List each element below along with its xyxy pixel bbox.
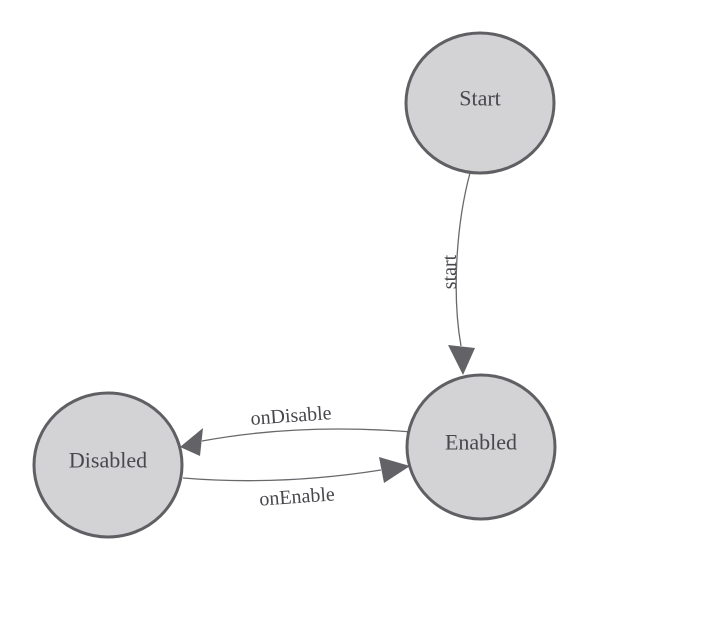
edge-label-onenable: onEnable (259, 483, 336, 510)
arrowhead-enabled-to-disabled (180, 428, 203, 456)
edge-line-start-to-enabled[interactable] (455, 172, 471, 347)
edge-disabled-to-enabled: onEnable (182, 457, 410, 511)
node-label-start: Start (459, 86, 501, 111)
edge-line-enabled-to-disabled[interactable] (201, 428, 413, 442)
node-circle-disabled[interactable] (32, 391, 184, 539)
edge-line-disabled-to-enabled[interactable] (182, 469, 382, 482)
edge-label-ondisable: onDisable (250, 402, 333, 430)
edge-label-start: start (439, 254, 461, 289)
node-enabled: Enabled (405, 373, 557, 521)
edge-start-to-enabled: start (439, 172, 475, 375)
node-start: Start (404, 31, 556, 175)
node-disabled: Disabled (32, 391, 184, 539)
node-circle-start[interactable] (404, 31, 556, 175)
arrowhead-start-to-enabled (448, 345, 475, 375)
edge-enabled-to-disabled: onDisable (180, 402, 413, 456)
node-label-disabled: Disabled (69, 448, 147, 473)
node-circle-enabled[interactable] (405, 373, 557, 521)
arrowhead-disabled-to-enabled (379, 457, 410, 483)
node-label-enabled: Enabled (445, 430, 517, 455)
